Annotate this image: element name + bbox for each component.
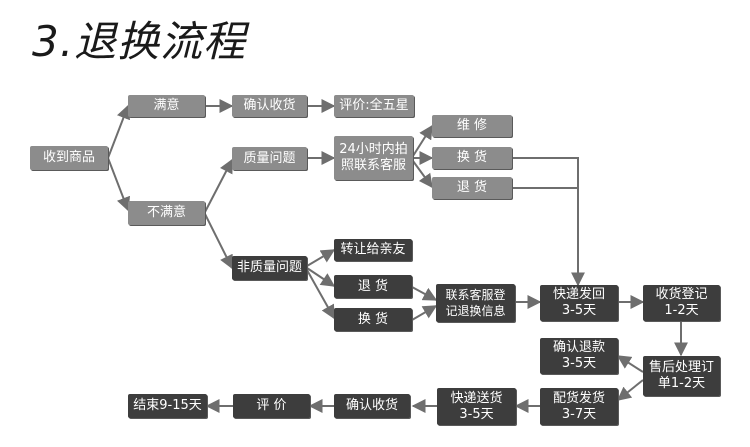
connector bbox=[306, 267, 336, 287]
node-photo-service: 24小时内拍 照联系客服 bbox=[334, 136, 413, 180]
connector bbox=[412, 124, 433, 157]
connector bbox=[107, 157, 131, 212]
connector bbox=[411, 286, 438, 301]
node-rate: 评 价 bbox=[233, 394, 310, 418]
node-contact-register: 联系客服登 记退换信息 bbox=[436, 284, 515, 322]
connector bbox=[616, 355, 644, 373]
node-non-quality-issue: 非质量问题 bbox=[232, 256, 307, 280]
node-express-return: 快递发回 3-5天 bbox=[540, 285, 618, 321]
node-transfer-friend: 转让给亲友 bbox=[334, 239, 412, 261]
connector bbox=[306, 269, 335, 320]
connector bbox=[512, 157, 585, 287]
node-return-2: 退 货 bbox=[334, 275, 412, 298]
connector bbox=[411, 305, 438, 321]
connector bbox=[306, 249, 336, 267]
connector bbox=[204, 213, 233, 270]
node-express-delivery: 快递送货 3-5天 bbox=[437, 388, 516, 425]
node-confirm-refund: 确认退款 3-5天 bbox=[540, 338, 618, 374]
node-ship-goods: 配货发货 3-7天 bbox=[540, 388, 618, 425]
node-satisfied: 满意 bbox=[128, 95, 205, 117]
connector bbox=[412, 160, 433, 189]
connector bbox=[204, 158, 233, 213]
node-aftersale-process: 售后处理订 单1-2天 bbox=[643, 356, 720, 396]
node-return-1: 退 货 bbox=[432, 177, 512, 199]
node-exchange-2: 换 货 bbox=[334, 308, 412, 331]
node-quality-issue: 质量问题 bbox=[232, 147, 307, 170]
node-exchange-1: 换 货 bbox=[432, 147, 512, 169]
node-rate-five-star: 评价:全五星 bbox=[334, 95, 414, 117]
page-title: 3.退换流程 bbox=[32, 17, 247, 66]
node-confirm-receipt-2: 确认收货 bbox=[334, 394, 410, 418]
node-confirm-receipt-1: 确认收货 bbox=[232, 95, 307, 117]
node-receive: 收到商品 bbox=[30, 146, 108, 170]
connector bbox=[107, 104, 131, 159]
connector bbox=[616, 379, 644, 401]
node-unsatisfied: 不满意 bbox=[128, 201, 205, 225]
node-repair: 维 修 bbox=[432, 115, 512, 137]
node-receipt-register: 收货登记 1-2天 bbox=[643, 285, 720, 321]
node-finish: 结束9-15天 bbox=[128, 394, 207, 418]
